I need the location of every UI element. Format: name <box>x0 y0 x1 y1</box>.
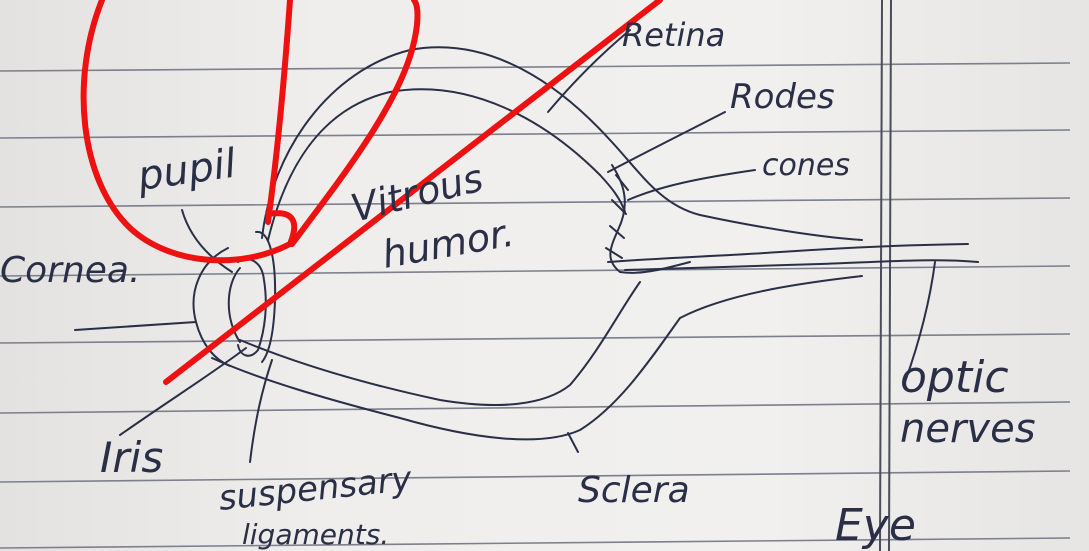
rodes-label: Rodes <box>730 77 835 117</box>
suspensary-label: suspensary <box>217 459 415 519</box>
rodes-leader <box>608 112 725 172</box>
retina-label: Retina <box>622 16 725 54</box>
retina-leader <box>548 30 630 112</box>
cones-leader <box>628 170 755 200</box>
rule-line <box>0 334 1070 343</box>
eye-label: Eye <box>835 500 916 551</box>
cones-label: cones <box>762 148 850 183</box>
optic-nerve-top <box>608 244 968 262</box>
rule-line <box>0 266 1070 276</box>
iris-leader <box>120 348 246 435</box>
correction-stroke <box>268 0 290 222</box>
optic-label: optic <box>900 352 1009 403</box>
margin-line <box>880 0 882 551</box>
inner-lower <box>240 282 640 405</box>
cornea-leader <box>75 322 196 330</box>
rule-line <box>0 130 1070 138</box>
ligaments-label: ligaments. <box>242 518 389 551</box>
eye-outline <box>194 47 978 439</box>
sclera-leader <box>568 433 578 452</box>
margin-line <box>889 0 891 551</box>
rule-line <box>0 198 1070 207</box>
margin-lines <box>880 0 891 551</box>
choroid-hatching <box>606 175 628 258</box>
iris-label: Iris <box>100 433 163 482</box>
cornea-label: Cornea. <box>0 250 140 291</box>
sclera-label: Sclera <box>578 470 690 511</box>
humor-label: humor. <box>379 210 517 276</box>
rule-line <box>0 63 1070 71</box>
sclera-lower <box>212 276 862 439</box>
nerves-label: nerves <box>900 406 1036 452</box>
pupil-label: pupil <box>134 141 239 200</box>
correction-loop <box>84 0 295 260</box>
